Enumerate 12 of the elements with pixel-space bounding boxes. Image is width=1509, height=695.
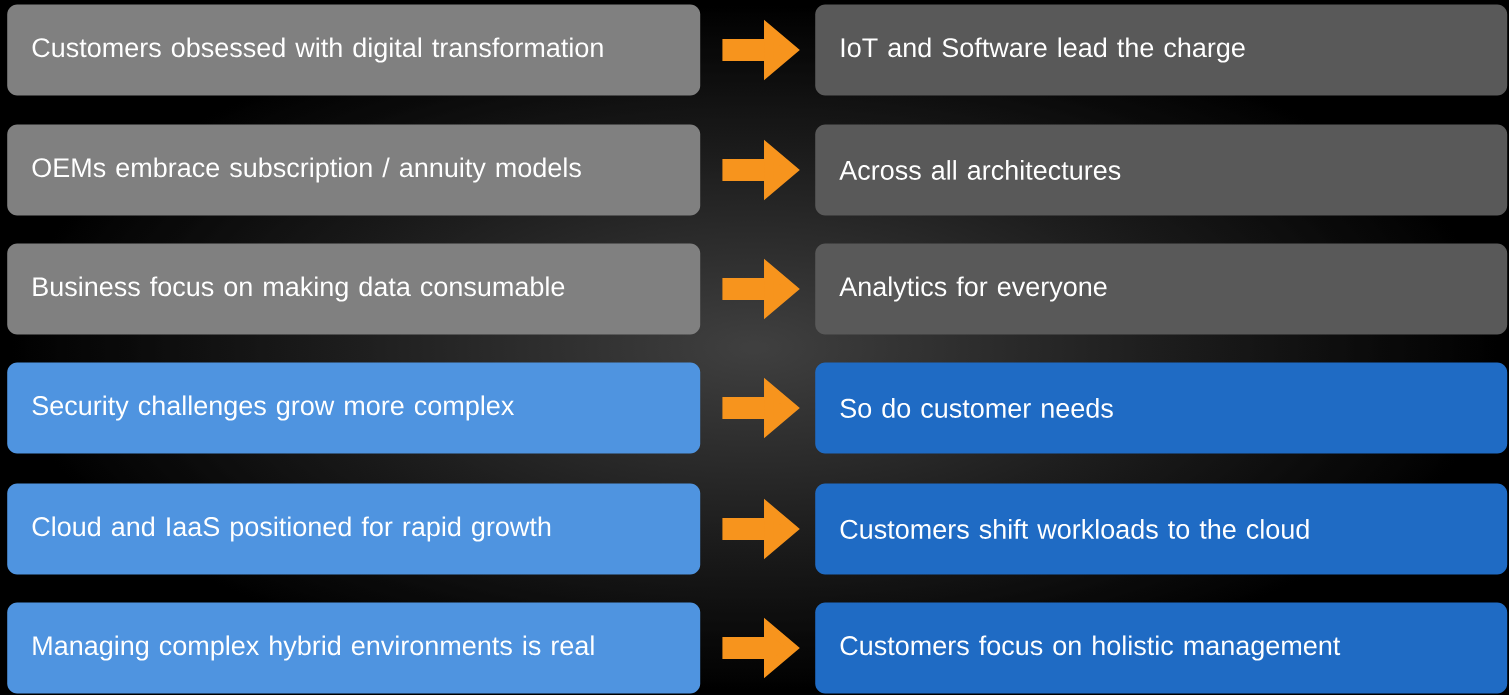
statement-box: Customers shift workloads to the cloud: [815, 483, 1508, 575]
statement-box: Cloud and IaaS positioned for rapid growth: [7, 483, 701, 575]
statement-box: Customers obsessed with digital transformation: [7, 4, 701, 96]
statement-box: Security challenges grow more complex: [7, 362, 701, 454]
statement-box: IoT and Software lead the charge: [815, 4, 1508, 96]
statement-box: Analytics for everyone: [815, 243, 1508, 335]
statement-box: OEMs embrace subscription / annuity models: [7, 124, 701, 216]
statement-box: Managing complex hybrid environments is real: [7, 602, 701, 694]
statement-box: Business focus on making data consumable: [7, 243, 701, 335]
statement-box: Across all architectures: [815, 124, 1508, 216]
statement-box: Customers focus on holistic management: [815, 602, 1508, 694]
statement-box: So do customer needs: [815, 362, 1508, 454]
